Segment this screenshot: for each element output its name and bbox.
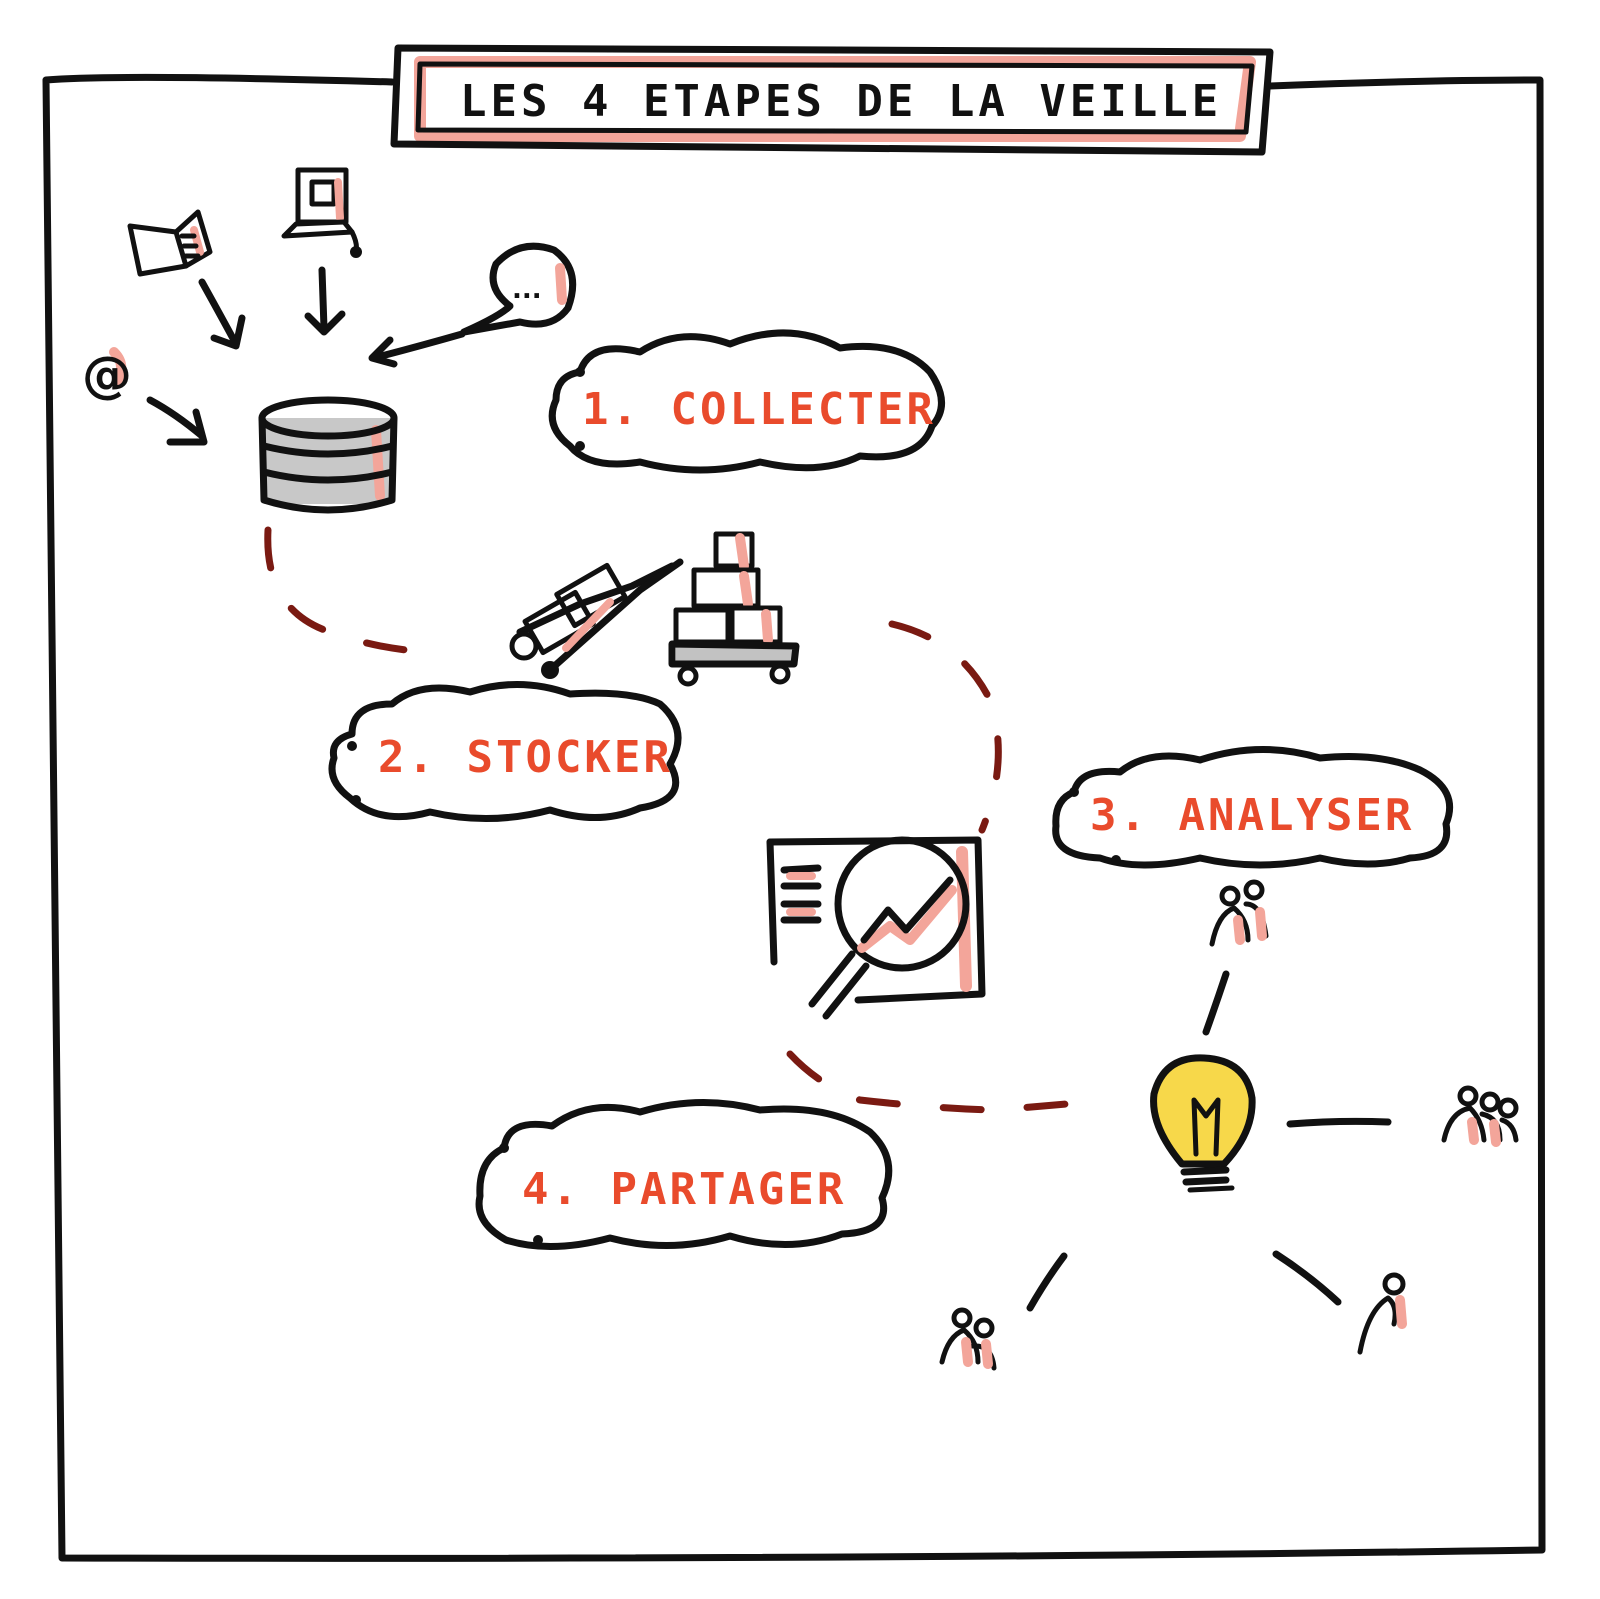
speech-dots: ... (512, 275, 542, 305)
title-banner: LES 4 ETAPES DE LA VEILLE (390, 44, 1274, 156)
step-analyser-cloud: 3. ANALYSER (1052, 746, 1454, 869)
analysis-board-icon (766, 836, 986, 1004)
database-icon (258, 396, 398, 514)
pallet-boxes-icon (668, 531, 800, 687)
outer-frame (42, 73, 1546, 1562)
step-stocker-label: 2. STOCKER (378, 732, 673, 783)
share-lines (1026, 970, 1392, 1312)
person-single-icon (1357, 1272, 1407, 1355)
dashed-path-storage (264, 526, 436, 656)
light-bulb-icon (1150, 1054, 1256, 1193)
step-analyser-label: 3. ANALYSER (1090, 790, 1414, 841)
laptop-icon (281, 167, 362, 258)
step-collecter-cloud: 1. COLLECTER (548, 329, 945, 474)
page-title: LES 4 ETAPES DE LA VEILLE (460, 76, 1222, 127)
dashed-path-share (786, 1050, 1112, 1114)
step-partager-label: 4. PARTAGER (522, 1164, 846, 1215)
dashed-path-pallet (888, 620, 1002, 834)
step-collecter-label: 1. COLLECTER (582, 384, 936, 435)
people-group-top-icon (1209, 879, 1269, 947)
open-book-icon (127, 209, 213, 277)
collect-arrows (146, 266, 466, 446)
step-partager-cloud: 4. PARTAGER (475, 1099, 893, 1251)
at-sign-icon: @ (82, 346, 132, 404)
speech-bubble-icon: ... (460, 242, 577, 336)
hand-truck-icon (509, 558, 684, 679)
people-group-right-icon (1441, 1085, 1519, 1147)
magnifier-chart-icon (808, 836, 970, 1020)
step-stocker-cloud: 2. STOCKER (328, 680, 682, 822)
at-symbol: @ (82, 346, 132, 404)
people-group-bottom-icon (939, 1307, 997, 1371)
